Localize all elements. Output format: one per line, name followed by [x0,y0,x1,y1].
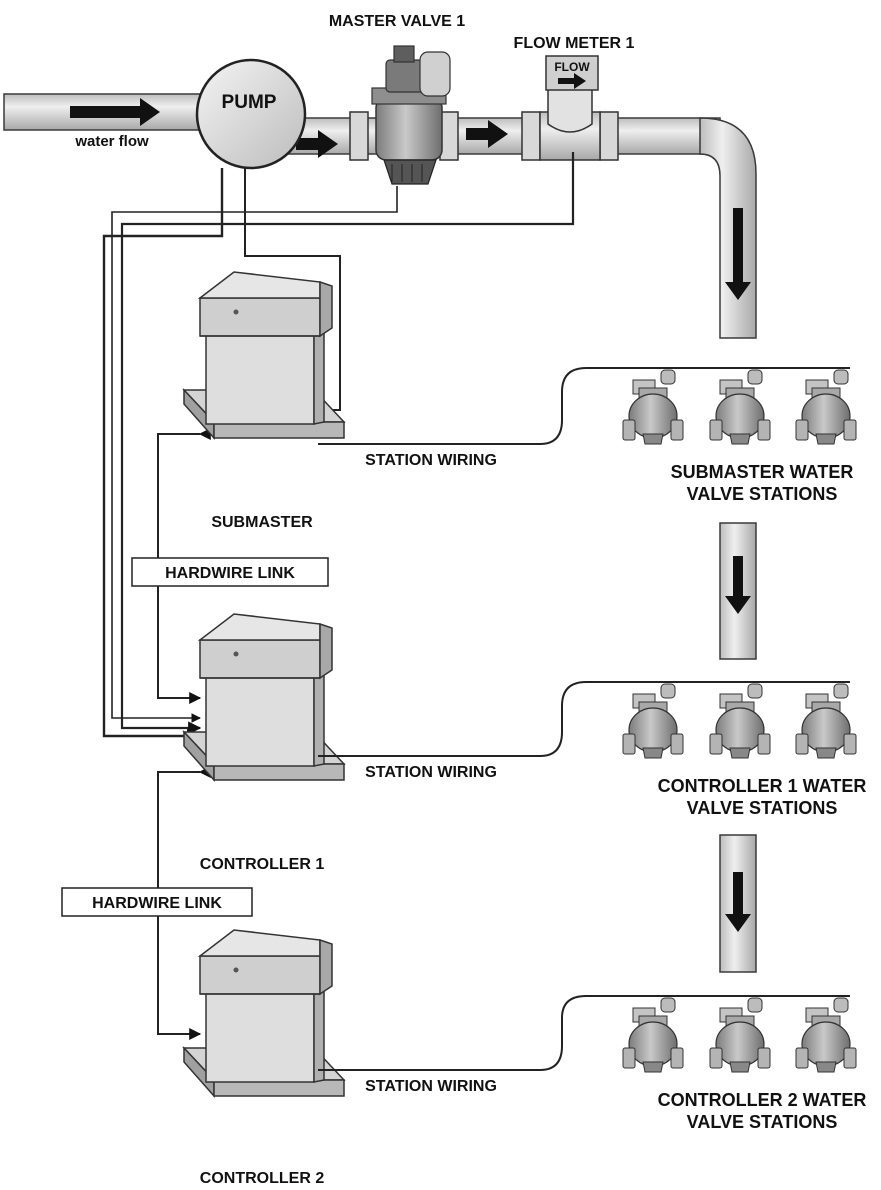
submaster-stations-label-line1: SUBMASTER WATER [671,462,854,482]
hardwire-link-label-1: HARDWIRE LINK [165,565,295,582]
controller2-stations-label-line1: CONTROLLER 2 WATER [658,1090,867,1110]
controller2-stations-label-line2: VALVE STATIONS [687,1112,838,1132]
flow-meter-label: FLOW METER 1 [514,35,635,52]
flow-label: FLOW [554,60,590,74]
station-wiring-label-1: STATION WIRING [365,452,497,469]
flow-arrow-icon [466,120,508,148]
water-flow-label: water flow [74,133,149,150]
coupling-left [349,111,369,161]
master-valve-wire [111,186,398,723]
controller1-stations-label-line1: CONTROLLER 1 WATER [658,776,867,796]
hardwire-link-label-box [131,557,329,587]
pump-label: PUMP [222,92,277,113]
master-valve [371,45,451,185]
flow-meter [539,55,601,161]
station-wiring [318,367,850,1071]
controller2-label: CONTROLLER 2 [200,1170,325,1187]
controller-2 [183,929,345,1097]
pump [195,58,307,170]
station-wiring-label-2: STATION WIRING [365,764,497,781]
submaster-stations-label-line2: VALVE STATIONS [687,484,838,504]
controller1-valve-stations [622,683,857,759]
pump-wire [102,168,224,744]
controller1-stations-label-line2: VALVE STATIONS [687,798,838,818]
down-arrow-icon [725,872,751,932]
control-wiring [102,152,575,744]
controller1-label: CONTROLLER 1 [200,856,325,873]
down-arrow-icon [725,556,751,614]
submaster-label: SUBMASTER [211,514,313,531]
meter-coupling-left [521,111,541,161]
meter-coupling-right [599,111,619,161]
flow-arrow-icon [70,98,160,126]
controller2-valve-stations [622,997,857,1073]
flow-meter-wire [120,152,575,735]
master-valve-label: MASTER VALVE 1 [329,13,465,30]
submaster-controller [183,271,345,439]
submaster-valve-stations [622,369,857,445]
flow-arrow-icon [296,130,338,158]
down-arrow-icon [725,208,751,300]
station-wiring-label-3: STATION WIRING [365,1078,497,1095]
hardwire-link-label-box [61,887,253,917]
hardwire-link-label-2: HARDWIRE LINK [92,895,222,912]
